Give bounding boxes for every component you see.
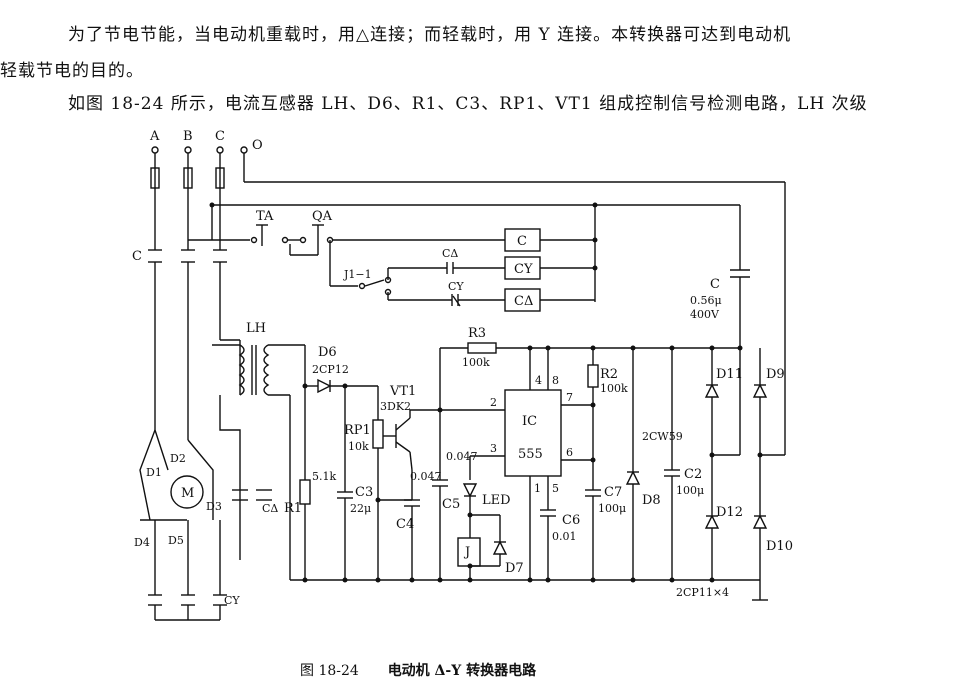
figure-caption: 图 18-24 电动机 Δ-Y 转换器电路 bbox=[300, 660, 536, 680]
label-cy-motor: CY bbox=[224, 594, 240, 607]
label-d2: D2 bbox=[170, 452, 186, 465]
label-bridge: 2CP11×4 bbox=[676, 586, 729, 599]
paragraph-line-3: 如图 18-24 所示，电流互感器 LH、D6、R1、C3、RP1、VT1 组成… bbox=[68, 94, 868, 114]
coil-c-label: C bbox=[517, 234, 527, 249]
label-r2-value: 100k bbox=[600, 382, 628, 395]
label-pin5: 5 bbox=[552, 482, 559, 495]
label-c3-value: 22μ bbox=[350, 502, 371, 515]
label-pin6: 6 bbox=[566, 446, 573, 459]
label-pin8: 8 bbox=[552, 374, 559, 387]
label-d1: D1 bbox=[146, 466, 162, 479]
label-pin3: 3 bbox=[490, 442, 497, 455]
label-cdelta-motor: CΔ bbox=[262, 502, 278, 515]
label-d11: D11 bbox=[716, 367, 743, 382]
label-neutral-o: O bbox=[252, 138, 263, 153]
label-vt1-part: 3DK2 bbox=[380, 400, 411, 413]
label-d9: D9 bbox=[766, 367, 785, 382]
label-d3: D3 bbox=[206, 500, 222, 513]
label-cbig-value1: 0.56μ bbox=[690, 294, 722, 307]
coil-cdelta-label: CΔ bbox=[514, 294, 533, 309]
label-led: LED bbox=[482, 493, 511, 508]
label-ic: IC bbox=[522, 414, 537, 429]
label-rp1: RP1 bbox=[344, 423, 371, 438]
label-ic-part: 555 bbox=[518, 447, 543, 462]
label-c7: C7 bbox=[604, 485, 622, 500]
label-j11: J1−1 bbox=[343, 268, 372, 281]
label-ta: TA bbox=[256, 209, 274, 224]
label-c-delta-contact: CΔ bbox=[442, 247, 458, 260]
label-qa: QA bbox=[312, 209, 333, 224]
label-r3-value: 100k bbox=[462, 356, 490, 369]
label-motor-m: M bbox=[181, 486, 194, 501]
label-contactor-c: C bbox=[132, 249, 142, 264]
label-cbig-value2: 400V bbox=[690, 308, 720, 321]
coil-cy-label: CY bbox=[514, 262, 533, 277]
label-r3: R3 bbox=[468, 326, 486, 341]
label-r1-value: 5.1k bbox=[312, 470, 336, 483]
label-cbig: C bbox=[710, 277, 720, 292]
figure-number: 图 18-24 bbox=[300, 663, 359, 679]
label-r2: R2 bbox=[600, 367, 618, 382]
label-d12: D12 bbox=[716, 505, 743, 520]
label-pin4: 4 bbox=[535, 374, 542, 387]
label-lh: LH bbox=[246, 321, 266, 336]
label-d10: D10 bbox=[766, 539, 793, 554]
paragraph-line-1: 为了节电节能，当电动机重载时，用△连接；而轻载时，用 Y 连接。本转换器可达到电… bbox=[68, 25, 792, 45]
label-phase-b: B bbox=[183, 129, 193, 144]
label-c4-value: 0.047 bbox=[410, 470, 442, 483]
label-cy-contact: CY bbox=[448, 280, 464, 293]
label-vt1: VT1 bbox=[389, 384, 416, 399]
label-r1: R1 bbox=[284, 501, 302, 516]
label-c6: C6 bbox=[562, 513, 580, 528]
label-d6: D6 bbox=[318, 345, 337, 360]
label-d4: D4 bbox=[134, 536, 150, 549]
label-phase-a: A bbox=[149, 129, 160, 144]
figure-title: 电动机 Δ-Y 转换器电路 bbox=[387, 663, 537, 679]
paragraph-line-2: 轻载节电的目的。 bbox=[0, 61, 144, 81]
label-c5: C5 bbox=[442, 497, 460, 512]
label-pin7: 7 bbox=[566, 391, 573, 404]
label-relay-j: J bbox=[463, 545, 470, 560]
label-c2-value: 100μ bbox=[676, 484, 704, 497]
label-c4: C4 bbox=[396, 517, 414, 532]
label-d8-part: 2CW59 bbox=[642, 430, 683, 443]
label-d8: D8 bbox=[642, 493, 661, 508]
label-phase-c: C bbox=[215, 129, 225, 144]
label-pin2: 2 bbox=[490, 396, 497, 409]
label-pin1: 1 bbox=[534, 482, 541, 495]
label-c5-value: 0.047 bbox=[446, 450, 478, 463]
label-c7-value: 100μ bbox=[598, 502, 626, 515]
label-d5: D5 bbox=[168, 534, 184, 547]
label-c3: C3 bbox=[355, 485, 373, 500]
label-c6-value: 0.01 bbox=[552, 530, 577, 543]
label-c2: C2 bbox=[684, 467, 702, 482]
label-d7: D7 bbox=[505, 561, 524, 576]
label-rp1-value: 10k bbox=[348, 440, 369, 453]
label-d6-part: 2CP12 bbox=[312, 363, 349, 376]
